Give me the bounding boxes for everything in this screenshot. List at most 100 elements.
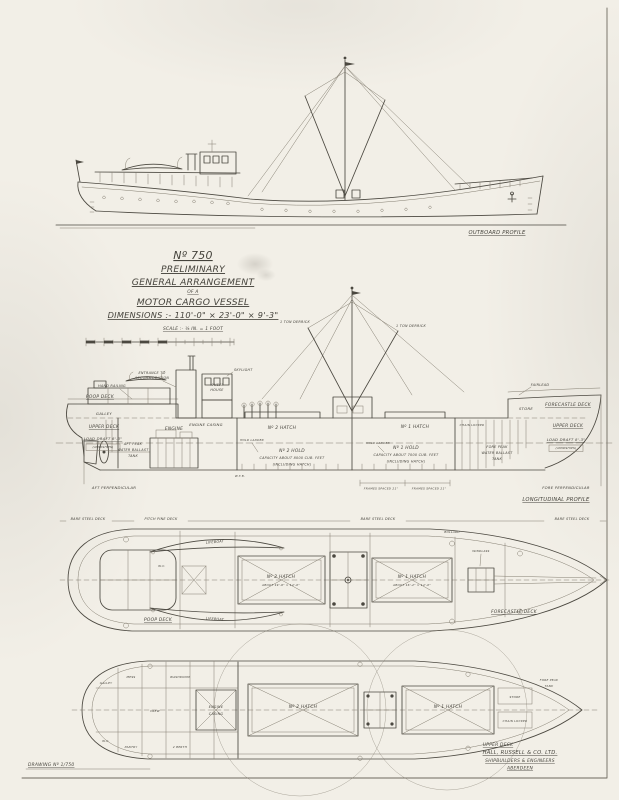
engine-casing-label: ENGINE CASING: [189, 422, 223, 427]
no2-hatch-upper-label: Nº 2 HATCH: [289, 704, 318, 710]
galley-label: GALLEY: [96, 411, 112, 416]
no2-hatch-plan: [237, 555, 326, 605]
longitudinal-profile-view: 1 TON DERRICK 1 TON DERRICK: [55, 286, 613, 503]
no2-hold-label-3: (INCLUDING HATCH): [273, 463, 312, 467]
outboard-profile-caption: OUTBOARD PROFILE: [469, 230, 526, 236]
forecastle-deck-plan-caption: FORECASTLE DECK: [491, 609, 538, 615]
mast-house-upper-plan: [363, 691, 397, 729]
chain-locker-room-label: CHAIN LOCKER: [503, 719, 528, 723]
scale-bar: [85, 337, 235, 347]
drawing-number: DRAWING Nº 1/750: [28, 762, 74, 768]
load-draft-aft-label: LOAD DRAFT 8'-3": [84, 436, 123, 441]
bulkheads-and-frames: [83, 394, 602, 487]
derrick-stbd-label: 1 TON DERRICK: [396, 324, 426, 328]
no2-hatch-upper-plan: [247, 683, 359, 737]
mess-room-label: MESS: [127, 675, 136, 679]
title-preliminary: PRELIMINARY: [161, 264, 226, 275]
crew-room-label: CREW: [150, 709, 160, 713]
mast-and-derricks: [261, 286, 465, 471]
poop-deck-plan-caption: POOP DECK: [144, 617, 173, 623]
engine-room: [149, 429, 199, 469]
aft-peak-tank-label-1: AFT PEAK: [123, 442, 143, 446]
hold-ladder-1-label: HOLD LADDER: [366, 441, 390, 445]
windlass-plan: [467, 567, 597, 593]
derrick-port-label: 1 TON DERRICK: [280, 320, 310, 324]
title-general-arrangement: GENERAL ARRANGEMENT: [132, 277, 256, 288]
sheet-border: [21, 7, 608, 779]
chain-locker-label: CHAIN LOCKER: [460, 423, 485, 427]
stern-deckhouse-plan: [99, 549, 207, 611]
skylight-label: SKYLIGHT: [234, 368, 253, 372]
entrance-label-1: ENTRANCE TO: [138, 371, 165, 375]
title-dimensions: DIMENSIONS :- 110'-0" × 23'-0" × 9'-3": [108, 310, 279, 320]
winch-platform: [332, 396, 373, 419]
upper-deck-caption: UPPER DECK: [483, 742, 514, 748]
no2-hatch-label: Nº 2 HATCH: [268, 425, 297, 431]
no2-hold-label-1: Nº 2 HOLD: [279, 448, 305, 454]
fore-peak-tank-label-3: TANK: [492, 457, 502, 461]
bollard-label: BOLLARD: [444, 530, 460, 534]
wheel-house-label-2: HOUSE: [210, 388, 224, 392]
wc-label: W.C.: [158, 564, 165, 568]
washroom-label: WASHROOM: [170, 675, 190, 679]
company-name: HALL, RUSSELL & CO. LTD.: [483, 750, 558, 756]
deck-note-2: PITCH PINE DECK: [144, 517, 178, 521]
title-of-a: OF A: [187, 289, 198, 295]
aft-peak-tank-label-3: TANK: [128, 454, 138, 458]
hatch-coamings: [244, 411, 446, 419]
stern-flagstaff: [75, 159, 84, 183]
no1-hold-label-2: CAPACITY ABOUT 7000 CUB. FEET: [373, 453, 439, 457]
deck-note-1: BARE STEEL DECK: [71, 517, 106, 521]
upper-deck-plan-view: GALLEY MESS WASHROOM W.C. CREW PANTRY 2 …: [71, 623, 601, 797]
bollards: [123, 536, 607, 629]
lifeboat-port-plan: [149, 539, 285, 555]
title-vessel-type: MOTOR CARGO VESSEL: [137, 297, 250, 308]
lifeboat-stbd-label: LIFEBOAT: [206, 616, 225, 622]
hand-railing-label: HAND RAILING: [98, 384, 126, 388]
no1-hatch-label: Nº 1 HATCH: [401, 424, 430, 430]
frames-fwd-label: FRAMES SPACED 21": [412, 487, 447, 491]
fore-perpendicular-label: FORE PERPENDICULAR: [542, 485, 590, 490]
company-role: SHIPBUILDERS & ENGINEERS: [485, 758, 555, 764]
entrance-label-2: ACCOMMODATION: [134, 376, 170, 380]
aft-perpendicular-label: AFT PERPENDICULAR: [91, 485, 136, 490]
amidships-aft-label: (AMIDSHIPS): [93, 445, 114, 449]
poop-bulwark: [94, 171, 241, 188]
amidships-fwd-label: (AMIDSHIPS): [556, 446, 577, 450]
store-label: STORE: [519, 406, 533, 411]
fore-peak-tank-label-1: FORE PEAK: [486, 445, 508, 449]
fore-peak-plan-label-1: FORE PEAK: [540, 678, 559, 682]
ship-number: Nº 750: [173, 249, 212, 262]
berth-room-label: 2 BERTH: [173, 745, 188, 749]
engine-casing-plan-label-1: ENGINE: [209, 705, 224, 709]
lifeboat-side: [121, 156, 183, 171]
footer: DRAWING Nº 1/750 HALL, RUSSELL & CO. LTD…: [25, 750, 558, 772]
upper-deck-aft-label: UPPER DECK: [89, 424, 120, 430]
deck-ventilators: [241, 400, 279, 419]
engine-casing-plan-label-2: CASING: [209, 712, 224, 716]
no1-hatch-plan: [371, 557, 453, 603]
no1-hold-label-3: (INCLUDING HATCH): [387, 460, 426, 464]
bow-anchor-icon: [89, 191, 533, 213]
pantry-room-label: PANTRY: [125, 745, 138, 749]
frames-aft-label: FRAMES SPACED 21": [364, 487, 399, 491]
aft-peak-tank-label-2: WATER BALLAST: [117, 448, 149, 452]
title-scale: SCALE :- ⅛ IN. = 1 FOOT: [163, 326, 223, 332]
poop-deck-label: POOP DECK: [86, 394, 115, 400]
no1-hatch-plan-label: Nº 1 HATCH: [398, 574, 427, 580]
fore-peak-plan-label-2: TANK: [545, 684, 554, 688]
exhaust-stack-side: [185, 153, 198, 171]
lifeboat-stbd-plan: [149, 607, 285, 621]
no1-hold-label-1: Nº 1 HOLD: [393, 445, 419, 451]
fore-peak-tank-label-2: WATER BALLAST: [481, 451, 513, 455]
hull-side-lines: [55, 175, 567, 229]
deck-note-4: BARE STEEL DECK: [555, 517, 590, 521]
longitudinal-profile-caption: LONGITUDINAL PROFILE: [522, 497, 590, 503]
engine-label: ENGINE: [165, 426, 183, 432]
windlass-label: WINDLASS: [472, 549, 489, 553]
lifeboat-port-label: LIFEBOAT: [206, 539, 225, 545]
no2-hatch-plan-label: Nº 2 HATCH: [267, 574, 296, 580]
load-draft-fwd-label: LOAD DRAFT 8'-3": [547, 437, 586, 442]
store-room-label: STORE: [510, 695, 521, 699]
